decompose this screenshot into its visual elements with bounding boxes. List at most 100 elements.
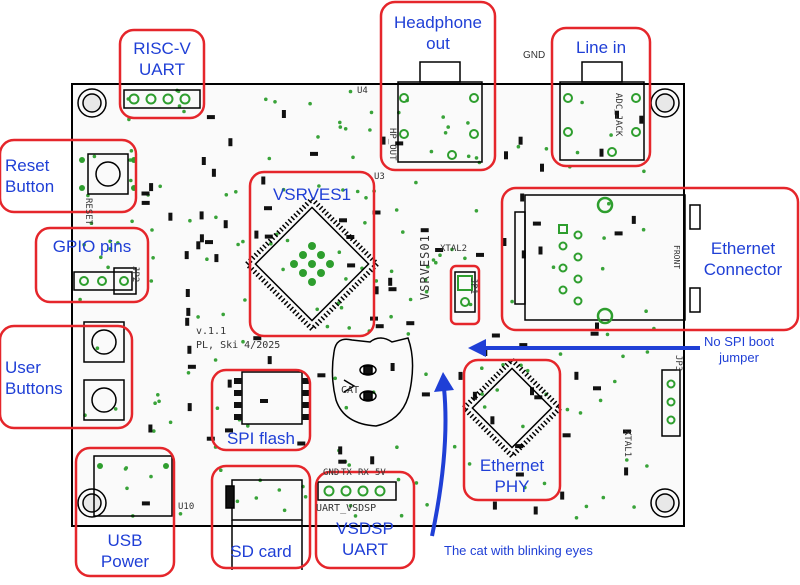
smd-pad bbox=[515, 444, 524, 449]
smd-pad bbox=[346, 235, 355, 239]
via bbox=[424, 289, 429, 294]
via bbox=[641, 227, 646, 232]
silk-credit: PL, Ski 4/2025 bbox=[196, 340, 281, 351]
via bbox=[254, 496, 259, 500]
via bbox=[414, 180, 418, 185]
via bbox=[347, 463, 352, 467]
via bbox=[443, 131, 448, 135]
label-usb-power: USB Power bbox=[76, 530, 174, 572]
label-reset-button-line1: Reset bbox=[5, 156, 50, 175]
smd-pad bbox=[421, 392, 430, 397]
smd-pad bbox=[370, 456, 375, 465]
smd-pad bbox=[223, 220, 228, 229]
silk-front: FRONT bbox=[672, 245, 681, 270]
note-no-spi-boot: No SPI boot jumper bbox=[704, 334, 774, 366]
via bbox=[343, 127, 348, 131]
via bbox=[241, 339, 245, 344]
via bbox=[128, 158, 132, 162]
silk-uart-pin-5v: 5V bbox=[375, 468, 386, 478]
via bbox=[106, 265, 110, 270]
smd-pad bbox=[521, 250, 526, 259]
via bbox=[613, 379, 617, 384]
user-button-2 bbox=[83, 379, 125, 421]
riscv-uart-header bbox=[123, 89, 201, 109]
via bbox=[116, 241, 120, 245]
label-vsrves1: VSRVES1 bbox=[252, 184, 372, 205]
smd-pad bbox=[388, 287, 397, 292]
bga-ball bbox=[290, 260, 298, 268]
via bbox=[316, 135, 320, 139]
via bbox=[521, 424, 525, 429]
smd-pad bbox=[199, 234, 204, 243]
via bbox=[95, 346, 100, 351]
via bbox=[414, 481, 419, 485]
smd-pad bbox=[187, 345, 192, 354]
via bbox=[389, 269, 394, 274]
via bbox=[480, 392, 484, 396]
label-riscv-uart-line2: UART bbox=[139, 60, 185, 79]
label-riscv-uart-line1: RISC-V bbox=[133, 39, 191, 58]
smd-pad bbox=[532, 221, 541, 226]
smd-pad bbox=[227, 379, 232, 388]
smd-pad bbox=[518, 136, 523, 145]
smd-pad bbox=[614, 231, 623, 236]
via bbox=[399, 513, 404, 518]
silk-reset: RESET bbox=[83, 198, 93, 226]
via bbox=[236, 242, 240, 247]
arrow-cat-head bbox=[434, 372, 454, 392]
smd-pad bbox=[254, 230, 259, 239]
label-ethernet-phy-line1: Ethernet bbox=[479, 456, 545, 475]
via bbox=[234, 190, 238, 194]
smd-pad bbox=[187, 364, 196, 369]
smd-pad bbox=[141, 501, 150, 506]
via bbox=[178, 512, 183, 516]
smd-pad bbox=[338, 459, 347, 464]
via bbox=[325, 324, 330, 329]
smd-pad bbox=[347, 263, 356, 268]
annotation-arrows bbox=[430, 339, 700, 537]
smd-pad bbox=[615, 110, 619, 119]
via bbox=[205, 257, 209, 262]
box-jp1 bbox=[449, 264, 481, 326]
smd-pad bbox=[504, 151, 508, 160]
via bbox=[267, 156, 272, 161]
label-gpio-pins: GPIO pins bbox=[38, 236, 146, 257]
via bbox=[429, 149, 434, 154]
via bbox=[632, 505, 636, 509]
smd-pad bbox=[185, 317, 190, 326]
via bbox=[424, 372, 428, 377]
via bbox=[369, 110, 374, 115]
via bbox=[315, 307, 320, 312]
via bbox=[338, 120, 342, 125]
via bbox=[182, 109, 186, 114]
via bbox=[605, 332, 610, 337]
box-headphone-out bbox=[379, 0, 497, 172]
via bbox=[621, 354, 625, 359]
smd-pad bbox=[574, 371, 579, 380]
via bbox=[149, 474, 153, 479]
vsdsp-uart-header bbox=[317, 481, 397, 501]
silk-uart-pin-gnd: GND bbox=[323, 468, 340, 478]
smd-pad bbox=[520, 193, 525, 202]
via bbox=[501, 363, 505, 367]
via bbox=[196, 315, 200, 319]
via bbox=[423, 277, 428, 282]
smd-pad bbox=[623, 429, 631, 434]
box-ethernet-phy bbox=[462, 358, 562, 502]
smd-pad bbox=[253, 336, 262, 341]
silk-u3: U3 bbox=[374, 172, 385, 182]
via bbox=[466, 121, 470, 125]
label-headphone-out-line2: out bbox=[426, 34, 450, 53]
smd-pad bbox=[339, 218, 347, 223]
via bbox=[406, 332, 411, 336]
smd-pad bbox=[260, 399, 268, 403]
smd-pad bbox=[214, 254, 219, 263]
via bbox=[235, 499, 240, 504]
arrow-no-spi-head bbox=[468, 339, 486, 357]
label-ethernet-phy-line2: PHY bbox=[494, 477, 530, 496]
via bbox=[395, 445, 399, 450]
silk-adc-jack: ADC_JACK bbox=[613, 93, 623, 137]
smd-pad bbox=[390, 363, 395, 371]
bga-ball bbox=[308, 242, 316, 250]
